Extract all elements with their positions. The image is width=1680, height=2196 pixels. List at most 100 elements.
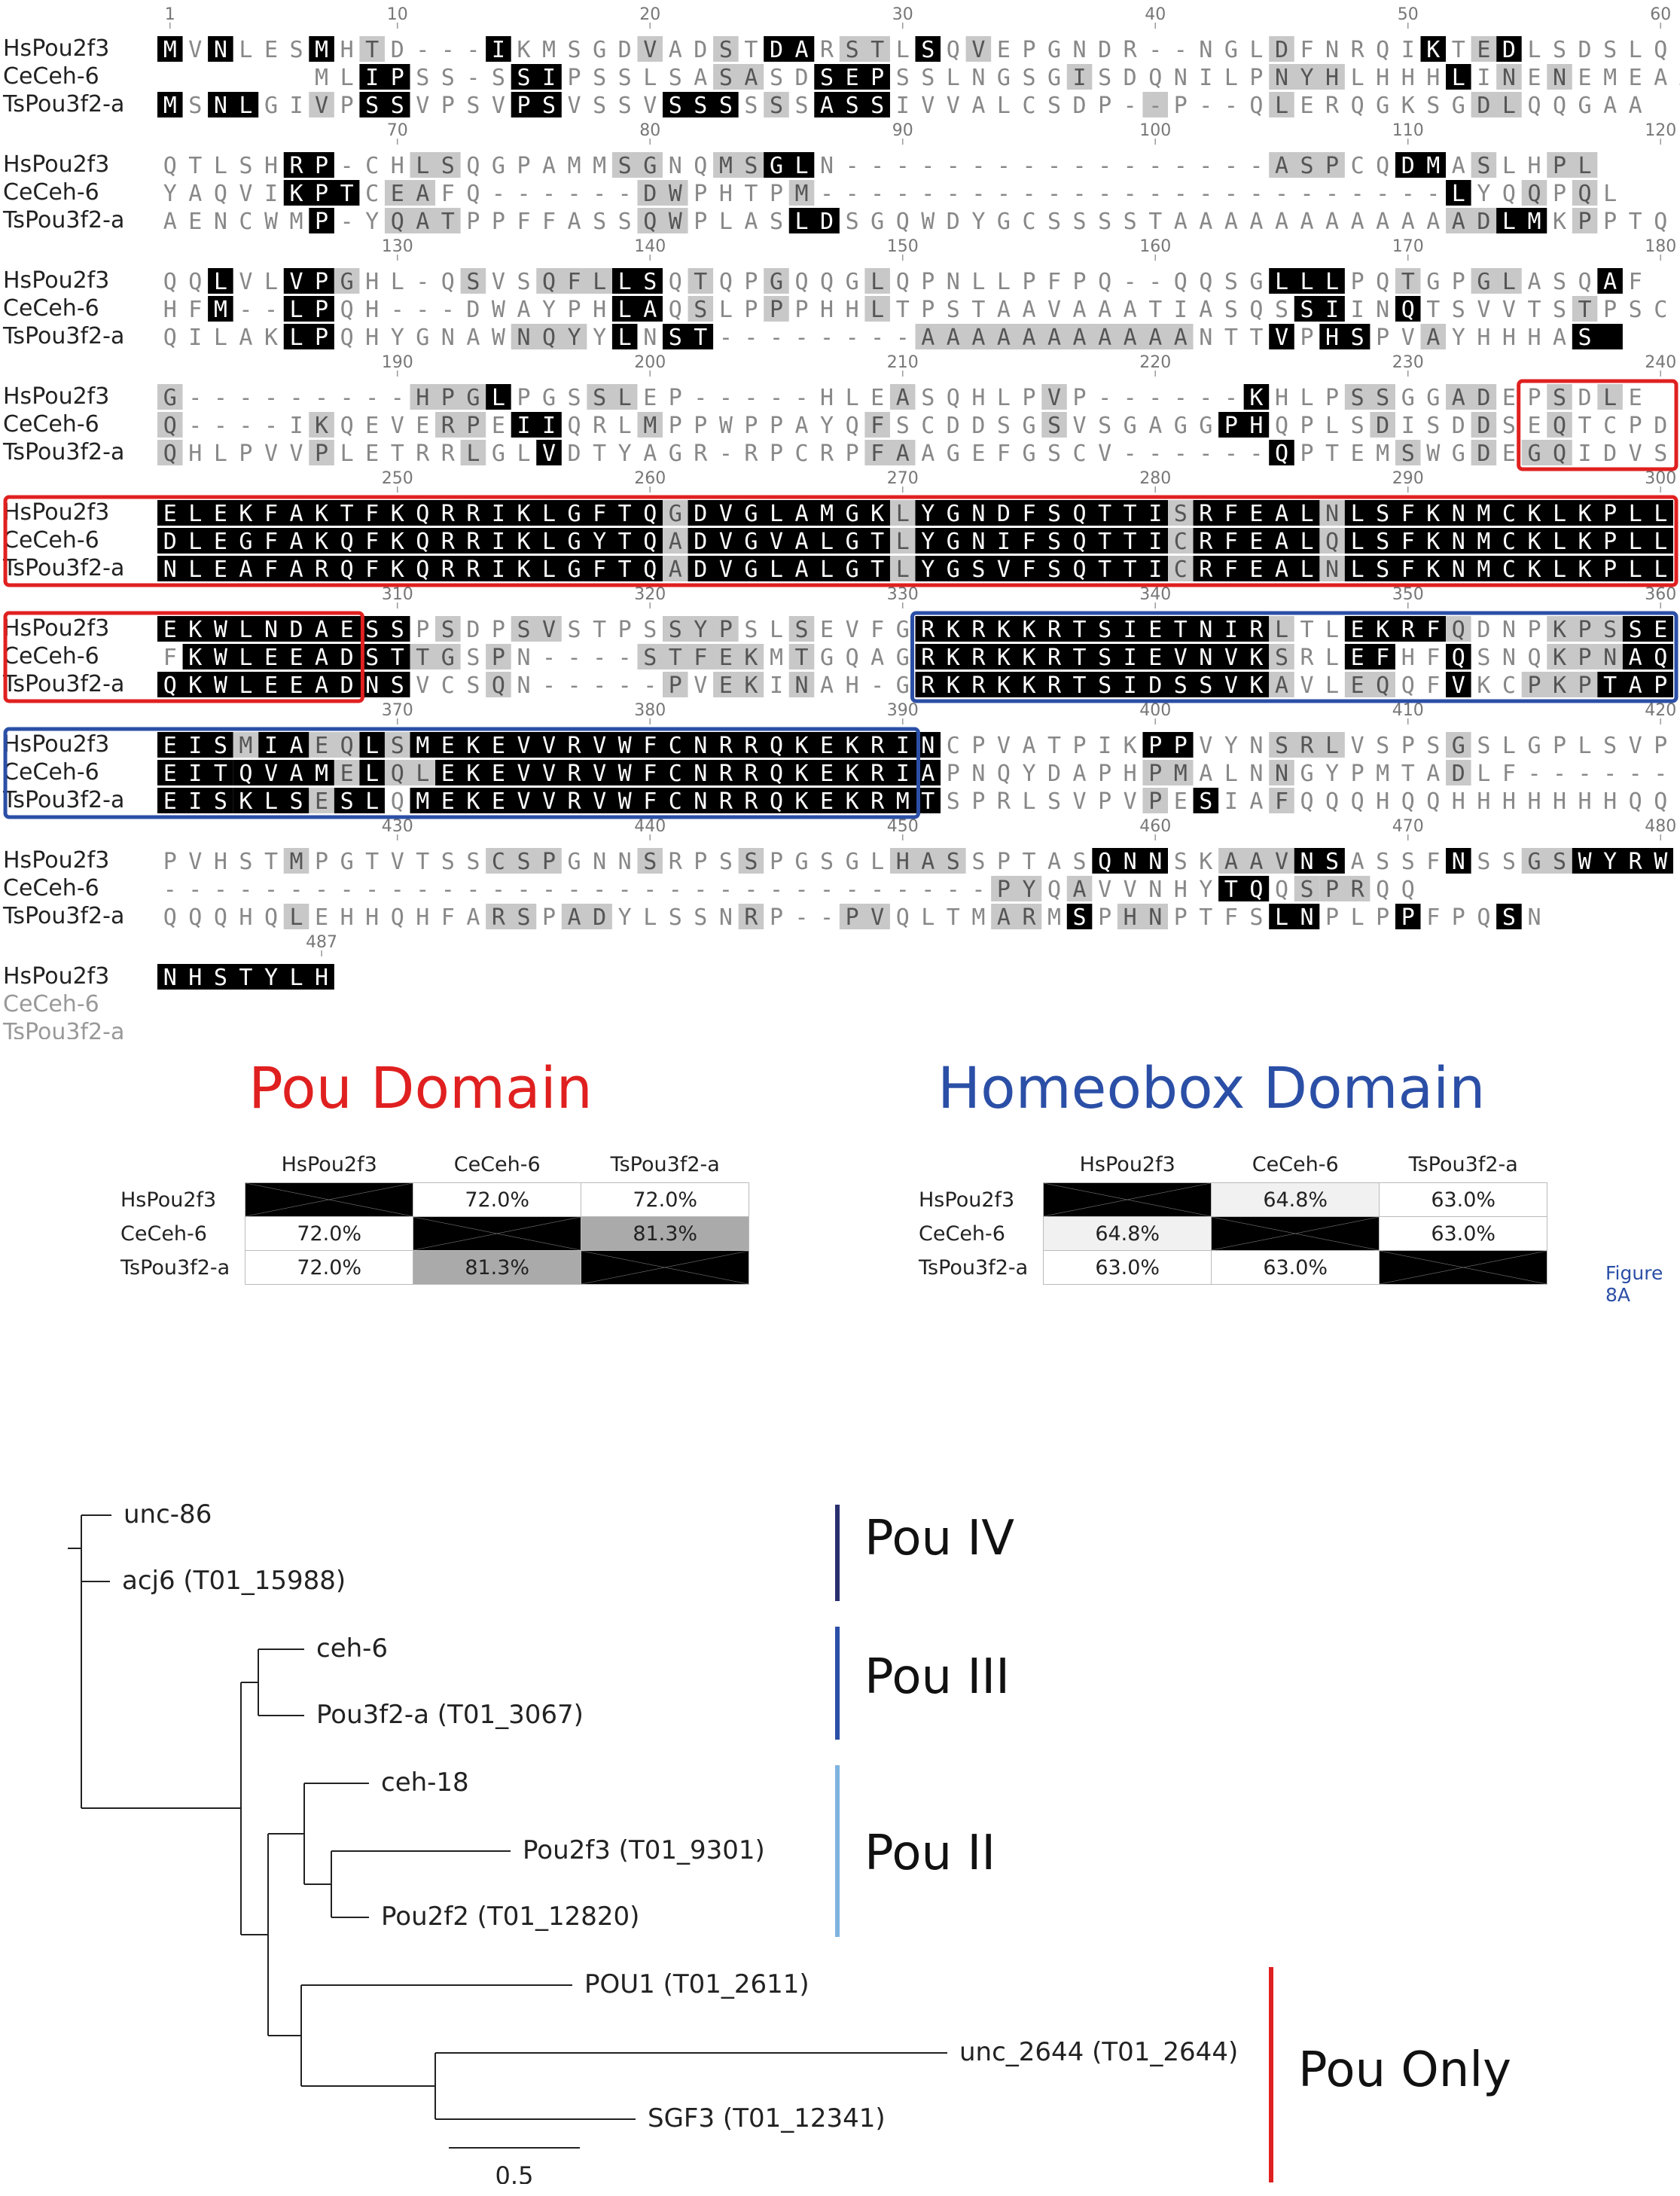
residue-highlight (384, 180, 436, 206)
residue: Q (492, 673, 505, 699)
tree-leaf-label: ceh-18 (381, 1767, 469, 1798)
residue: - (188, 877, 202, 903)
residue: S (1376, 529, 1389, 555)
residue: G (340, 849, 354, 875)
residue: L (896, 557, 910, 583)
residue: K (744, 673, 758, 699)
residue: E (315, 733, 328, 759)
residue-highlight (764, 268, 789, 294)
residue: Y (971, 209, 985, 235)
residue: V (264, 441, 278, 467)
residue-highlight (1496, 36, 1522, 62)
residue: P (568, 65, 581, 91)
position-tick: 1 (165, 5, 175, 24)
residue: S (517, 617, 530, 643)
residue: G (492, 153, 505, 179)
residue-highlight (1319, 876, 1371, 901)
residue: - (1199, 93, 1212, 119)
residue: G (846, 557, 859, 583)
residue: A (289, 501, 303, 527)
residue: E (1300, 93, 1313, 119)
residue: S (593, 209, 606, 235)
residue: E (1174, 788, 1188, 815)
column-header: TsPou3f2-a (1408, 1152, 1518, 1176)
residue: K (997, 645, 1011, 671)
residue: A (947, 325, 960, 351)
residue-highlight (384, 208, 461, 233)
residue: W (618, 733, 633, 759)
residue: C (239, 209, 252, 235)
residue: T (618, 557, 632, 583)
residue-highlight (359, 732, 385, 758)
residue: T (239, 965, 252, 991)
residue: S (1275, 297, 1288, 323)
residue: - (1174, 181, 1188, 207)
residue: L (1275, 93, 1288, 119)
residue-highlight (889, 384, 916, 410)
residue: N (1199, 645, 1212, 671)
sequence-name: TsPou3f2-a (2, 787, 124, 813)
residue: L (340, 65, 354, 91)
residue: S (1275, 645, 1288, 671)
residue: Q (846, 413, 859, 439)
residue-highlight (1218, 876, 1270, 901)
residue: G (846, 529, 859, 555)
residue: G (1527, 849, 1541, 875)
sequence-name: CeCeh-6 (3, 759, 99, 785)
residue-highlight (309, 92, 334, 117)
residue-highlight (511, 92, 562, 117)
residue: E (1502, 385, 1516, 411)
residue: S (492, 65, 505, 91)
residue: D (1477, 413, 1490, 439)
residue: T (1603, 673, 1617, 699)
position-tick: 110 (1392, 121, 1424, 140)
residue: - (340, 153, 354, 179)
residue: - (1148, 37, 1162, 63)
residue: E (971, 441, 985, 467)
residue: S (1553, 297, 1566, 323)
residue: K (1249, 645, 1263, 671)
residue: F (264, 529, 278, 555)
residue: P (1603, 501, 1617, 527)
residue: K (846, 761, 859, 787)
diagonal-cell (1379, 1250, 1548, 1285)
residue: N (1148, 849, 1162, 875)
residue: Q (1426, 788, 1440, 815)
residue: P (1578, 673, 1592, 699)
residue-highlight (1269, 440, 1294, 465)
residue: E (214, 501, 227, 527)
residue: C (794, 441, 808, 467)
residue: - (618, 673, 632, 699)
residue: G (1124, 413, 1137, 439)
residue: - (517, 877, 530, 903)
residue: K (794, 761, 808, 787)
residue-highlight (1269, 672, 1294, 697)
residue: P (391, 65, 404, 91)
residue: - (1249, 153, 1263, 179)
residue: T (365, 849, 379, 875)
sequence-name: CeCeh-6 (3, 295, 99, 322)
residue: Q (1376, 269, 1389, 295)
residue: T (694, 325, 707, 351)
residue: V (264, 761, 278, 787)
residue: R (744, 441, 758, 467)
residue: P (1325, 385, 1339, 411)
residue: T (1073, 617, 1087, 643)
residue: - (1224, 153, 1238, 179)
residue: P (1098, 761, 1111, 787)
residue-highlight (157, 672, 410, 697)
residue: - (568, 877, 581, 903)
residue: G (744, 557, 758, 583)
residue: L (1654, 501, 1667, 527)
residue: L (1351, 65, 1364, 91)
residue-highlight (991, 876, 1042, 901)
residue: A (1199, 209, 1212, 235)
residue: A (1098, 325, 1111, 351)
residue: N (820, 153, 834, 179)
residue-highlight (1395, 152, 1447, 178)
residue: Q (896, 269, 910, 295)
residue: K (391, 501, 404, 527)
residue-highlight (208, 268, 233, 294)
